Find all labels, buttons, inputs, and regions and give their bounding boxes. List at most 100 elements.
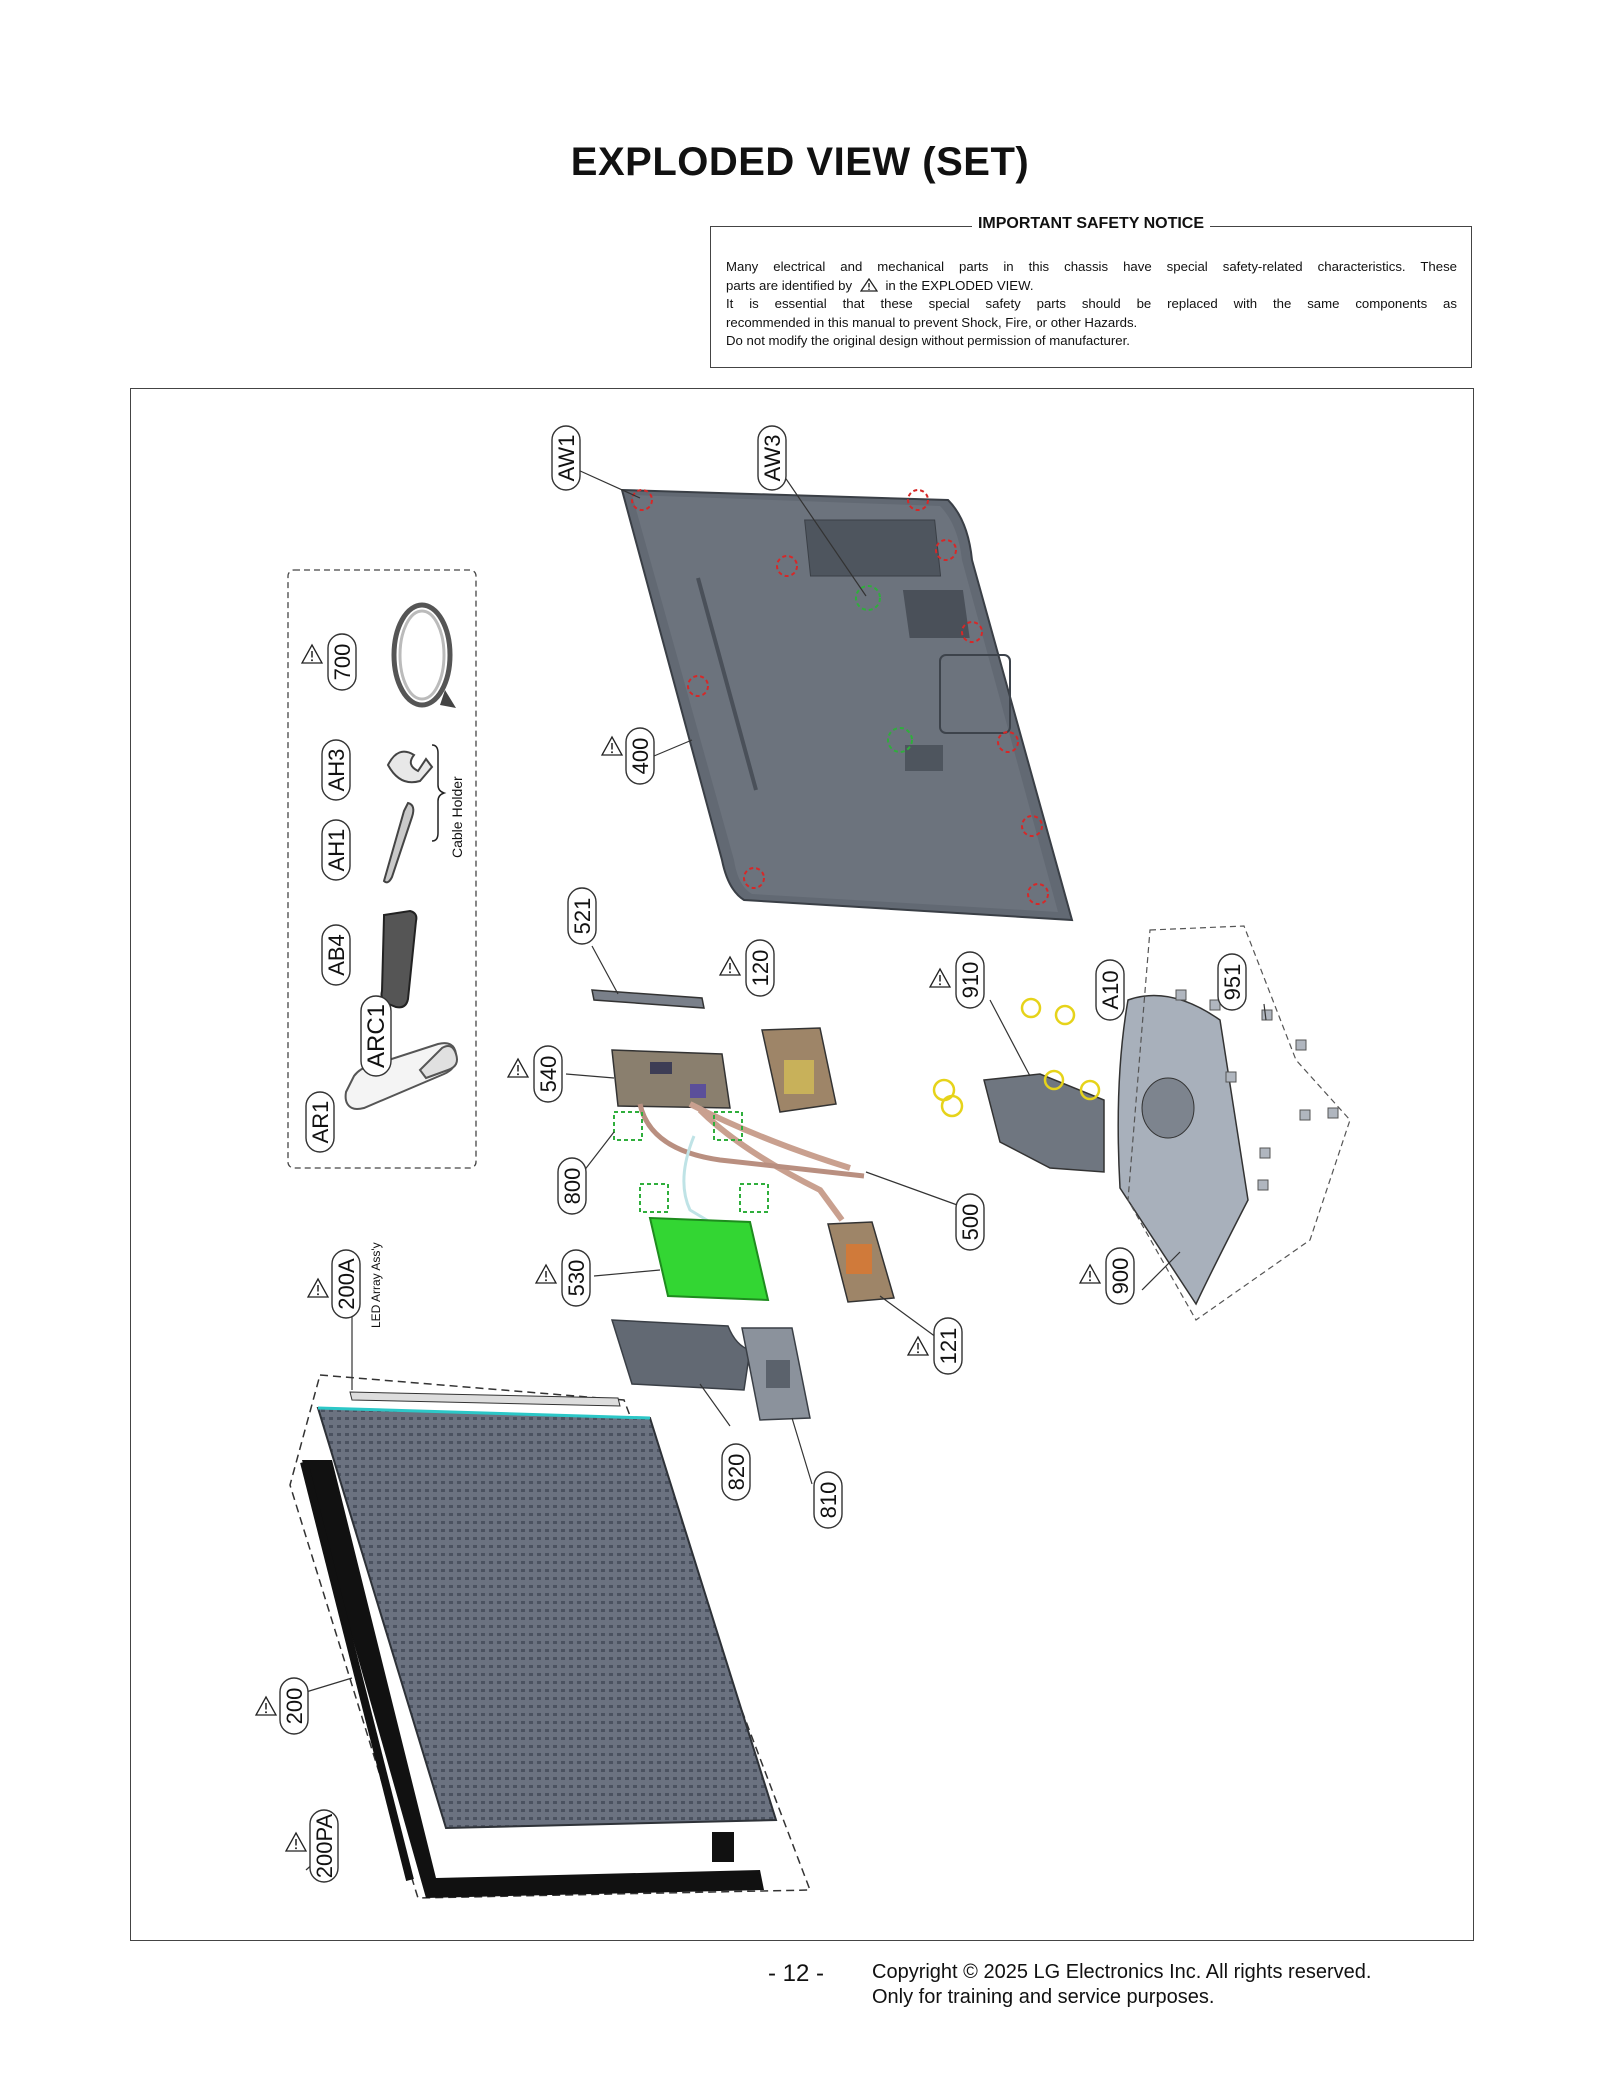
back-cover-recess-top <box>804 519 942 577</box>
notice-line-4: recommended in this manual to prevent Sh… <box>726 314 1138 330</box>
back-cover-terminal-window <box>939 654 1011 734</box>
main-board-540 <box>611 1049 731 1109</box>
notice-line-2-end: in the EXPLODED VIEW. <box>885 277 1034 293</box>
warning-triangle-icon <box>1079 1264 1101 1284</box>
back-cover-stand-mount <box>905 745 943 771</box>
board-530 <box>648 1216 770 1302</box>
label-951: 951 <box>1217 953 1247 1011</box>
warning-triangle-icon <box>255 1696 277 1716</box>
svg-text:700: 700 <box>330 644 355 681</box>
svg-text:200: 200 <box>282 1688 307 1725</box>
safety-notice-heading-text: IMPORTANT SAFETY NOTICE <box>971 215 1211 232</box>
label-800: 800 <box>557 1157 587 1215</box>
warning-triangle-icon <box>285 1832 307 1852</box>
panel-pack-outline-200pa <box>289 1374 812 1899</box>
back-cover-vesa-block <box>902 590 970 638</box>
svg-text:200A: 200A <box>334 1258 359 1310</box>
screw-markers-aw3 <box>855 585 913 753</box>
label-ar1: AR1 <box>305 1091 335 1153</box>
svg-text:400: 400 <box>628 738 653 775</box>
label-ah1: AH1 <box>321 819 351 881</box>
svg-text:900: 900 <box>1108 1258 1133 1295</box>
warning-triangle-icon <box>859 277 878 292</box>
back-cover-rib <box>696 577 758 791</box>
cable-800-wire <box>682 1135 741 1242</box>
label-820: 820 <box>721 1443 751 1501</box>
cable-holder-ah3 <box>386 750 434 784</box>
remote-battery-arc1 <box>418 1045 458 1080</box>
label-540: 540 <box>533 1045 563 1103</box>
notice-line-2: parts are identified by in the EXPLODED … <box>726 277 1457 296</box>
svg-text:820: 820 <box>724 1454 749 1491</box>
svg-text:540: 540 <box>536 1056 561 1093</box>
svg-text:500: 500 <box>958 1204 983 1241</box>
svg-text:120: 120 <box>748 950 773 987</box>
label-a10: A10 <box>1095 959 1125 1021</box>
part-labels: AW1 AW3 400 700 AH3 AH1 AB4 ARC1 AR1 521… <box>279 425 1247 1883</box>
svg-text:121: 121 <box>936 1328 961 1365</box>
label-500: 500 <box>955 1193 985 1251</box>
label-900: 900 <box>1105 1247 1135 1305</box>
warning-triangle-icon <box>535 1264 557 1284</box>
svg-text:521: 521 <box>570 898 595 935</box>
label-200pa: 200PA <box>309 1809 339 1883</box>
cover-820 <box>610 1319 751 1391</box>
label-910: 910 <box>955 951 985 1009</box>
svg-text:AW1: AW1 <box>554 435 579 482</box>
label-aw1: AW1 <box>551 425 581 491</box>
svg-text:AR1: AR1 <box>308 1101 333 1144</box>
label-810: 810 <box>813 1471 843 1529</box>
leader-lines <box>305 469 1267 1871</box>
notice-line-2-start: parts are identified by <box>726 277 853 293</box>
cable-holder-ah1 <box>382 801 415 884</box>
label-530: 530 <box>561 1249 591 1307</box>
remote-ab4 <box>380 909 418 1009</box>
label-521: 521 <box>567 887 597 945</box>
svg-text:AB4: AB4 <box>324 934 349 976</box>
warning-triangle-icon <box>907 1336 929 1356</box>
middle-parts <box>591 989 895 1421</box>
notice-line-3: It is essential that these special safet… <box>726 296 1457 311</box>
warning-triangle-icon <box>601 736 623 756</box>
label-400: 400 <box>625 727 655 785</box>
warning-triangle-icon <box>307 1278 329 1298</box>
label-120: 120 <box>745 939 775 997</box>
accessory-group <box>287 569 477 1169</box>
screw-markers-a10 <box>932 997 1101 1118</box>
notice-line-1: Many electrical and mechanical parts in … <box>726 259 1457 274</box>
svg-text:AW3: AW3 <box>760 435 785 482</box>
power-cord-700 <box>391 602 456 708</box>
stand-body-910 <box>983 1073 1105 1173</box>
warning-triangle-icon <box>507 1058 529 1078</box>
warning-triangle-icon <box>719 956 741 976</box>
clip-markers-800 <box>613 1111 769 1213</box>
copyright-line-1: Copyright © 2025 LG Electronics Inc. All… <box>872 1961 1372 1983</box>
svg-text:A10: A10 <box>1098 970 1123 1009</box>
label-200: 200 <box>279 1677 309 1735</box>
svg-text:951: 951 <box>1220 964 1245 1001</box>
svg-text:AH1: AH1 <box>324 829 349 872</box>
safety-notice-heading: IMPORTANT SAFETY NOTICE <box>711 215 1471 233</box>
svg-text:800: 800 <box>560 1168 585 1205</box>
exploded-view-frame <box>130 388 1474 1941</box>
label-ah3: AH3 <box>321 739 351 801</box>
stand-base-hub <box>1141 1077 1195 1139</box>
cable-500-c <box>637 1103 865 1179</box>
svg-text:810: 810 <box>816 1482 841 1519</box>
warning-triangle-icon <box>929 968 951 988</box>
warning-triangle-icon <box>301 644 323 664</box>
led-array-caption: LED Array Ass'y <box>369 1242 383 1328</box>
page-number: - 12 - <box>768 1960 825 1987</box>
label-200a: 200A <box>331 1249 361 1319</box>
stand-group <box>932 925 1351 1321</box>
label-arc1: ARC1 <box>360 995 392 1077</box>
foot-pads-951 <box>1175 989 1339 1191</box>
back-cover-400 <box>620 488 1074 922</box>
label-aw3: AW3 <box>757 425 787 491</box>
copyright-notice: Copyright © 2025 LG Electronics Inc. All… <box>872 1960 1371 2010</box>
svg-text:AH3: AH3 <box>324 749 349 792</box>
stand-base-900 <box>1117 994 1249 1306</box>
bracket-521 <box>591 989 705 1009</box>
cable-holder-caption: Cable Holder <box>449 776 465 858</box>
